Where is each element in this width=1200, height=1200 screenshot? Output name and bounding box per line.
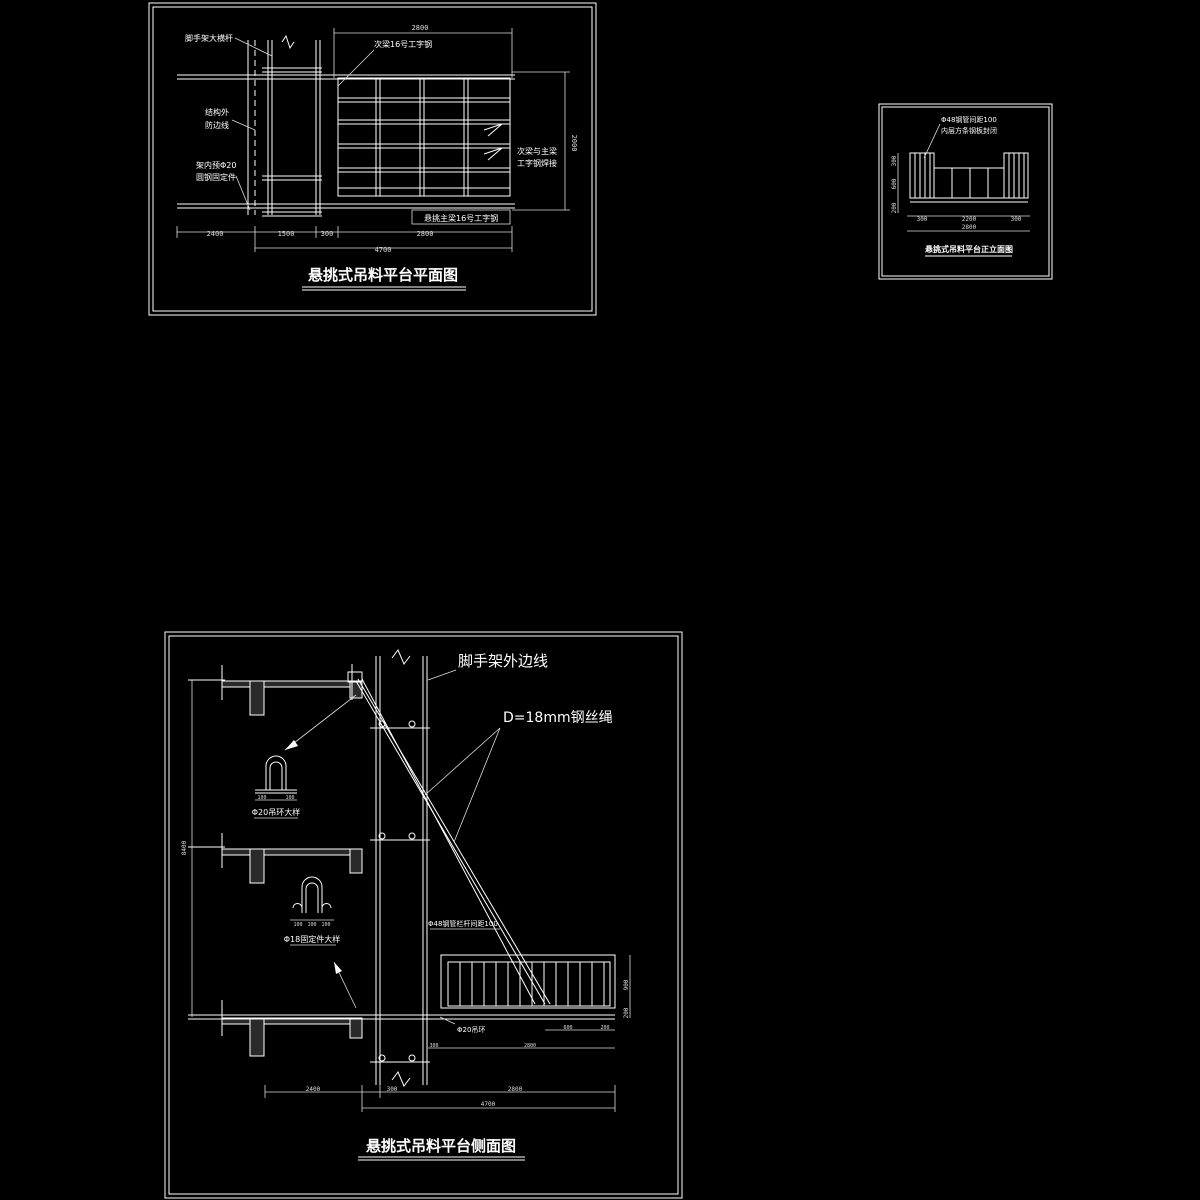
- side-dim-beam-a: 300: [429, 1043, 438, 1049]
- railing-bars: [459, 962, 605, 1006]
- front-label-inner-note: 内层方条钢板封闭: [941, 126, 997, 135]
- side-dim-bottom2: 300: [387, 1086, 398, 1093]
- side-frame-outer: [164, 631, 683, 1199]
- front-dim-total: 2800: [962, 224, 977, 231]
- plan-view: 2800 2000 2400 1500 300 2800 4700 脚手架大横杆…: [148, 2, 597, 316]
- side-dim-bottom3: 2800: [508, 1086, 523, 1093]
- front-dim-h2: 2200: [962, 216, 977, 223]
- side-dim-bottom-total: 4700: [481, 1101, 496, 1108]
- slab-mid: [221, 833, 363, 884]
- plan-frame-outer: [148, 2, 597, 316]
- plan-label-scaffold-bar: 脚手架大横杆: [185, 33, 233, 43]
- front-dim-v3: 200: [891, 202, 898, 213]
- front-label-railing: Φ48钢管间距100: [941, 115, 997, 124]
- plan-label-joint: 次梁与主梁: [517, 146, 557, 156]
- hook1-dim-a: 100: [257, 795, 266, 801]
- slab-bottom: [221, 1000, 363, 1057]
- side-dim-seg3: 2800: [524, 1043, 536, 1049]
- plan-dim-b3: 300: [321, 230, 334, 238]
- plan-dim-right: 2000: [570, 135, 578, 152]
- slab-top: [221, 665, 363, 716]
- front-dim-v2: 600: [891, 178, 898, 189]
- front-title: 悬挑式吊料平台正立面图: [924, 244, 1013, 254]
- side-label-ring: Φ20吊环: [457, 1026, 485, 1034]
- plan-label-embed-anchor: 架内预Φ20: [196, 160, 236, 170]
- plan-frame-inner: [152, 6, 593, 312]
- front-dim-v1: 300: [891, 155, 898, 166]
- plan-label-structure-outer: 结构外: [205, 107, 229, 117]
- front-view: 300 600 200 300 2200 300 2800 Φ48钢管间距100…: [878, 103, 1053, 280]
- side-dim-seg1: 600: [563, 1025, 572, 1031]
- plan-dim-top: 2800: [412, 24, 429, 32]
- side-dim-bottom1: 2400: [306, 1086, 321, 1093]
- hook-detail-1: 100 100 Φ20吊环大样: [252, 755, 300, 819]
- side-view: 100 100 Φ20吊环大样 100 100 100 Φ18固定件大样 840…: [164, 631, 683, 1199]
- front-dim-h3: 300: [1011, 216, 1022, 223]
- plan-title: 悬挑式吊料平台平面图: [308, 266, 458, 284]
- hook2-dim-c: 100: [321, 922, 330, 928]
- side-label-scaffold-edge: 脚手架外边线: [458, 652, 548, 670]
- plan-label-fixing: 圆钢固定件: [196, 172, 236, 182]
- side-title: 悬挑式吊料平台侧面图: [366, 1137, 516, 1155]
- plan-label-edge-line: 防边线: [205, 120, 229, 130]
- hook1-dim-b: 100: [285, 795, 294, 801]
- side-dim-rail-b: 200: [623, 1007, 630, 1018]
- side-dim-height: 8400: [181, 840, 188, 855]
- plan-label-joint2: 工字钢焊接: [517, 158, 557, 168]
- front-frame-inner: [881, 106, 1050, 277]
- side-label-wire-rope: D=18mm钢丝绳: [503, 710, 613, 726]
- plan-label-main-beam: 悬挑主梁16号工字钢: [424, 213, 498, 223]
- hook-detail-2: 100 100 100 Φ18固定件大样: [284, 876, 340, 946]
- front-frame-outer: [878, 103, 1053, 280]
- front-dim-h1: 300: [917, 216, 928, 223]
- hook2-label: Φ18固定件大样: [284, 934, 340, 944]
- hook1-label: Φ20吊环大样: [252, 807, 300, 817]
- side-label-railing: Φ48钢管栏杆间距100: [428, 919, 498, 928]
- plan-dim-total: 4700: [375, 246, 392, 254]
- side-dim-seg2: 200: [600, 1025, 609, 1031]
- side-dim-rail-h: 900: [623, 979, 630, 990]
- side-frame-inner: [168, 635, 679, 1195]
- plan-dim-b2: 1500: [278, 230, 295, 238]
- plan-dim-b1: 2400: [207, 230, 224, 238]
- hook2-dim-b: 100: [307, 922, 316, 928]
- plan-dim-b4: 2800: [417, 230, 434, 238]
- hook2-dim-a: 100: [293, 922, 302, 928]
- plan-label-secondary-beam: 次梁16号工字钢: [374, 39, 432, 49]
